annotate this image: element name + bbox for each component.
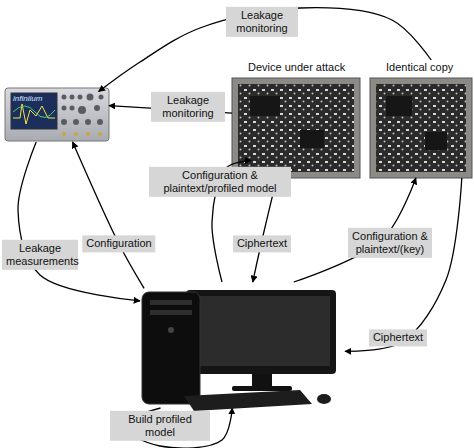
computer-node [140,282,345,408]
edge-label: Leakage monitoring [151,92,225,122]
arrow-connector [18,142,140,301]
edge-label: Build profiled model [110,411,210,441]
device-node: Device under attack [232,60,360,178]
node-heading: Identical copy [386,61,453,73]
edge-label: Leakage measurements [2,240,78,270]
computer [142,290,336,411]
oscilloscope [5,88,109,141]
edge-label: Leakage monitoring [226,7,298,37]
edge-label: Configuration [82,235,155,252]
oscilloscope-node: infiniium [5,86,109,142]
board-photo [232,78,360,178]
edge-label: Ciphertext [233,235,291,252]
arrow-connector [73,142,145,288]
screen-logo: infiniium [13,94,42,103]
board-photo [370,78,472,178]
device-node: Identical copy [370,60,472,178]
edge-label: Ciphertext [369,329,427,346]
edge-label: Configuration & plaintext/(key) [348,228,432,258]
node-heading: Device under attack [248,61,345,73]
arrow-connector [99,8,432,92]
arrow-connector [345,178,462,351]
edge-label: Configuration & plaintext/profiled model [149,167,291,197]
